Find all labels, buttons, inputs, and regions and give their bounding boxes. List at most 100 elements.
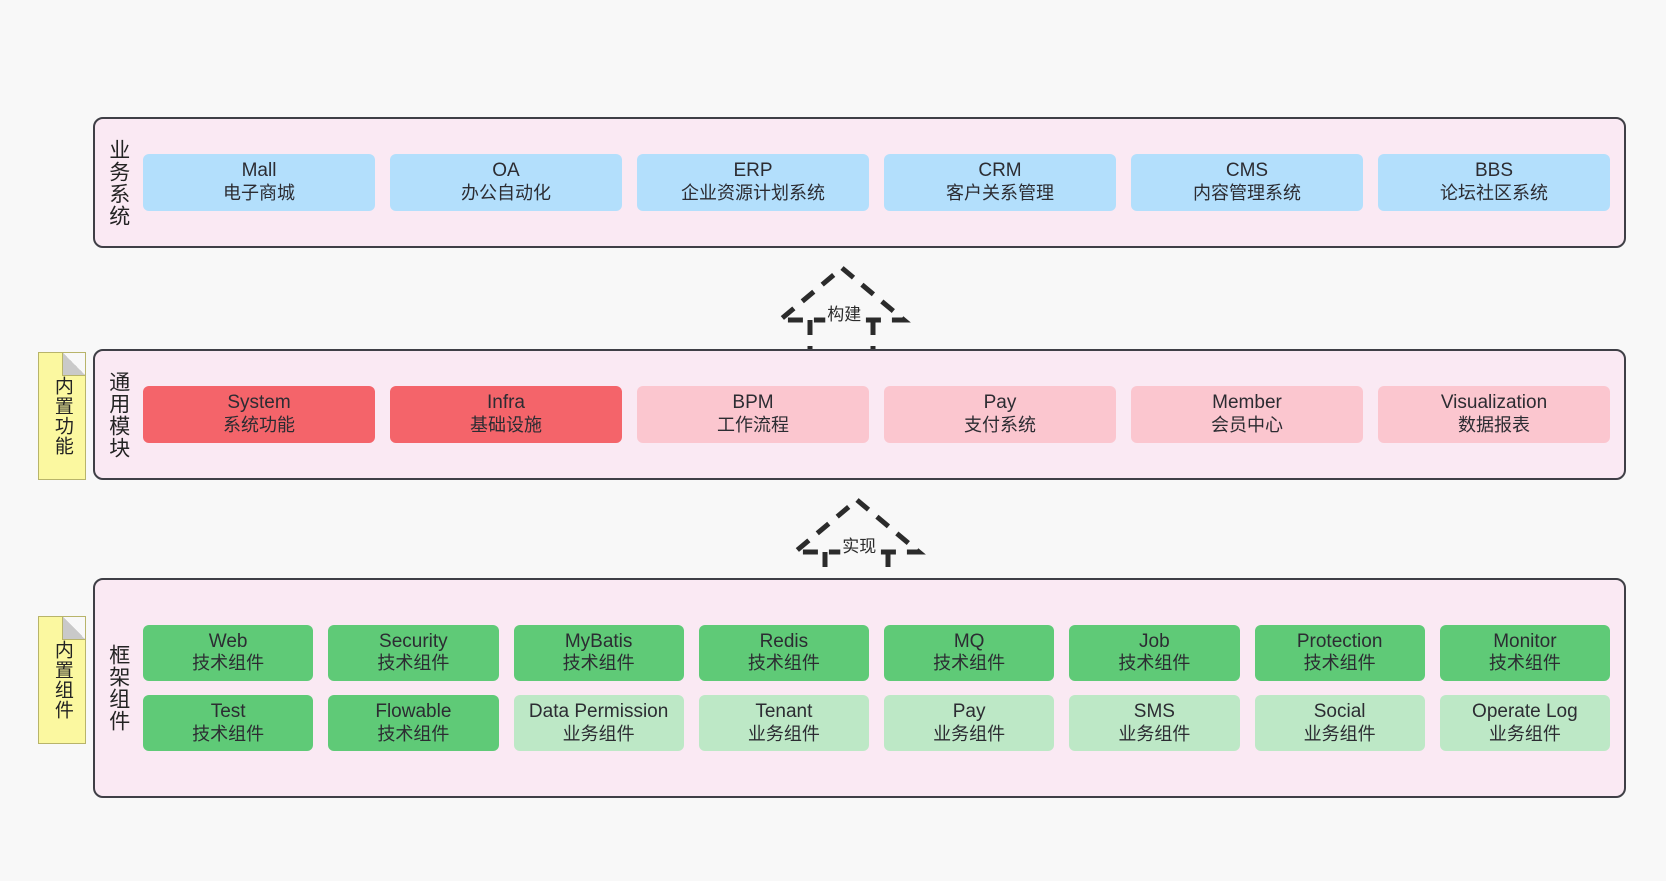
node-subtitle: 基础设施 (470, 415, 542, 436)
sticky-note-text: 内置组件 (51, 640, 73, 720)
node-subtitle: 办公自动化 (461, 183, 551, 204)
node-subtitle: 数据报表 (1458, 415, 1530, 436)
node-sms[interactable]: SMS 业务组件 (1069, 695, 1240, 752)
node-title: Monitor (1493, 630, 1557, 652)
connector-build: 构建 (757, 260, 927, 361)
node-title: Mall (241, 160, 277, 182)
node-title: ERP (733, 160, 773, 182)
layer-label-business-systems: 业务系统 (106, 138, 130, 227)
node-title: Tenant (755, 701, 813, 722)
node-flowable[interactable]: Flowable 技术组件 (328, 695, 499, 752)
node-bpm[interactable]: BPM 工作流程 (637, 386, 869, 443)
node-bbs[interactable]: BBS 论坛社区系统 (1378, 154, 1610, 211)
layer-common-modules: 通用模块 System 系统功能 Infra 基础设施 BPM 工作流程 Pay… (93, 349, 1626, 480)
node-mall[interactable]: Mall 电子商城 (143, 154, 375, 211)
node-title: Pay (983, 392, 1017, 414)
node-subtitle: 业务组件 (1488, 723, 1561, 744)
node-subtitle: 技术组件 (1118, 653, 1191, 674)
node-data-permission[interactable]: Data Permission 业务组件 (513, 695, 684, 752)
node-mybatis[interactable]: MyBatis 技术组件 (513, 624, 684, 681)
sticky-note-builtin-components: 内置组件 (38, 616, 86, 744)
layer-business-systems: 业务系统 Mall 电子商城 OA 办公自动化 ERP 企业资源计划系统 CRM… (93, 117, 1626, 248)
node-subtitle: 论坛社区系统 (1440, 183, 1548, 204)
node-title: OA (492, 160, 520, 182)
node-subtitle: 业务组件 (1118, 723, 1191, 744)
node-visualization[interactable]: Visualization 数据报表 (1378, 386, 1610, 443)
node-title: Test (210, 701, 246, 722)
node-subtitle: 技术组件 (747, 653, 820, 674)
node-subtitle: 会员中心 (1211, 415, 1283, 436)
node-protection[interactable]: Protection 技术组件 (1254, 624, 1425, 681)
node-title: Social (1313, 701, 1366, 722)
node-title: BPM (732, 392, 774, 414)
node-mq[interactable]: MQ 技术组件 (884, 624, 1055, 681)
node-subtitle: 电子商城 (223, 183, 295, 204)
node-subtitle: 技术组件 (377, 653, 450, 674)
node-test[interactable]: Test 技术组件 (143, 695, 314, 752)
framework-components-box-grid: Web 技术组件 Security 技术组件 MyBatis 技术组件 Redi… (141, 580, 1624, 796)
node-crm[interactable]: CRM 客户关系管理 (884, 154, 1116, 211)
node-subtitle: 业务组件 (562, 723, 635, 744)
node-title: Protection (1296, 630, 1383, 652)
connector-implement: 实现 (772, 492, 942, 593)
node-subtitle: 业务组件 (933, 723, 1006, 744)
node-infra[interactable]: Infra 基础设施 (390, 386, 622, 443)
node-social[interactable]: Social 业务组件 (1254, 695, 1425, 752)
framework-row-business: Test 技术组件 Flowable 技术组件 Data Permission … (143, 695, 1610, 752)
node-subtitle: 内容管理系统 (1193, 183, 1301, 204)
node-title: MQ (953, 630, 985, 652)
node-monitor[interactable]: Monitor 技术组件 (1439, 624, 1610, 681)
node-title: Security (379, 630, 448, 652)
node-system[interactable]: System 系统功能 (143, 386, 375, 443)
sticky-note-builtin-features: 内置功能 (38, 352, 86, 480)
node-title: MyBatis (564, 630, 633, 652)
node-subtitle: 技术组件 (377, 723, 450, 744)
node-subtitle: 业务组件 (747, 723, 820, 744)
node-title: System (227, 392, 291, 414)
node-oa[interactable]: OA 办公自动化 (390, 154, 622, 211)
node-subtitle: 支付系统 (964, 415, 1036, 436)
node-title: BBS (1474, 160, 1514, 182)
node-subtitle: 技术组件 (562, 653, 635, 674)
common-modules-box-row: System 系统功能 Infra 基础设施 BPM 工作流程 Pay 支付系统… (141, 351, 1624, 478)
layer-framework-components: 框架组件 Web 技术组件 Security 技术组件 MyBatis 技术组件… (93, 578, 1626, 798)
node-tenant[interactable]: Tenant 业务组件 (698, 695, 869, 752)
node-title: CMS (1225, 160, 1269, 182)
node-job[interactable]: Job 技术组件 (1069, 624, 1240, 681)
node-subtitle: 业务组件 (1303, 723, 1376, 744)
node-subtitle: 技术组件 (192, 653, 265, 674)
node-subtitle: 系统功能 (223, 415, 295, 436)
node-web[interactable]: Web 技术组件 (143, 624, 314, 681)
business-systems-box-row: Mall 电子商城 OA 办公自动化 ERP 企业资源计划系统 CRM 客户关系… (141, 119, 1624, 246)
node-title: SMS (1133, 701, 1175, 722)
node-erp[interactable]: ERP 企业资源计划系统 (637, 154, 869, 211)
node-pay-component[interactable]: Pay 业务组件 (884, 695, 1055, 752)
node-subtitle: 工作流程 (717, 415, 789, 436)
connector-implement-label: 实现 (840, 532, 879, 557)
node-operate-log[interactable]: Operate Log 业务组件 (1439, 695, 1610, 752)
node-pay-module[interactable]: Pay 支付系统 (884, 386, 1116, 443)
node-member[interactable]: Member 会员中心 (1131, 386, 1363, 443)
sticky-note-text: 内置功能 (51, 376, 73, 456)
node-subtitle: 技术组件 (1488, 653, 1561, 674)
layer-label-common-modules: 通用模块 (106, 370, 130, 459)
node-title: Member (1212, 392, 1282, 414)
node-title: Flowable (375, 701, 452, 722)
node-title: Infra (486, 392, 526, 414)
node-title: Redis (759, 630, 809, 652)
connector-build-label: 构建 (825, 300, 864, 325)
node-subtitle: 企业资源计划系统 (681, 183, 825, 204)
framework-row-technical: Web 技术组件 Security 技术组件 MyBatis 技术组件 Redi… (143, 624, 1610, 681)
node-title: Job (1139, 630, 1170, 652)
node-subtitle: 技术组件 (1303, 653, 1376, 674)
node-title: Operate Log (1472, 701, 1578, 722)
node-security[interactable]: Security 技术组件 (328, 624, 499, 681)
node-redis[interactable]: Redis 技术组件 (698, 624, 869, 681)
node-title: Visualization (1440, 392, 1548, 414)
node-title: Web (208, 630, 248, 652)
layer-label-framework-components: 框架组件 (106, 644, 130, 732)
node-subtitle: 技术组件 (192, 723, 265, 744)
node-subtitle: 技术组件 (933, 653, 1006, 674)
node-cms[interactable]: CMS 内容管理系统 (1131, 154, 1363, 211)
